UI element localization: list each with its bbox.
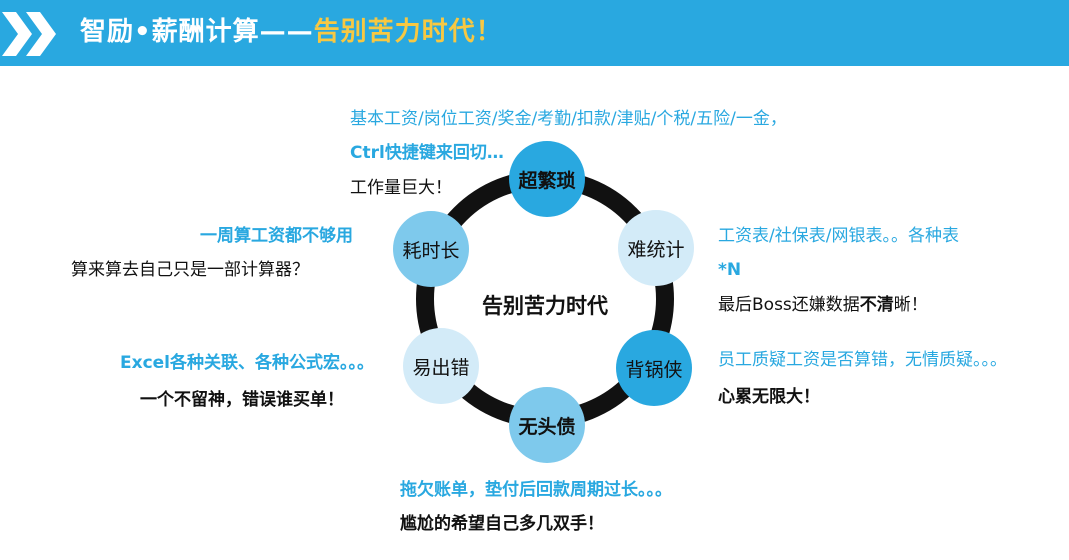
header-bar: 智励•薪酬计算——告别苦力时代！ <box>0 0 1069 66</box>
node-right-lower: 背锅侠 <box>616 330 692 406</box>
left-lower-text-line-1: Excel各种关联、各种公式宏。。。 <box>120 353 375 373</box>
right-upper-text-line-2: *N <box>718 260 742 280</box>
left-upper-text-line-2: 算来算去自己只是一部计算器？ <box>71 260 309 280</box>
right-lower-text-line-2: 心累无限大！ <box>718 387 820 407</box>
left-upper-text-line-1: 一周算工资都不够用 <box>200 226 353 246</box>
right-upper-text-line-1: 工资表/社保表/网银表。。各种表 <box>718 226 959 246</box>
double-chevron-icon <box>2 12 56 56</box>
right-upper-text-3b: 不清 <box>859 295 894 315</box>
right-upper-text-line-3: 最后Boss还嫌数据不清晰！ <box>718 294 928 316</box>
center-label: 告别苦力时代 <box>482 294 608 318</box>
right-upper-text-3a: 最后Boss还嫌数据 <box>718 295 860 315</box>
node-left-lower: 易出错 <box>403 328 479 404</box>
title-part-2: 告别苦力时代！ <box>313 17 503 47</box>
node-top: 超繁琐 <box>509 141 585 217</box>
top-text-line-2: Ctrl快捷键来回切… <box>350 143 504 163</box>
bottom-text-line-2: 尴尬的希望自己多几双手！ <box>400 514 604 534</box>
right-lower-text-line-1: 员工质疑工资是否算错，无情质疑。。。 <box>718 350 1007 370</box>
top-text-line-1: 基本工资/岗位工资/奖金/考勤/扣款/津贴/个税/五险/一金， <box>350 109 787 129</box>
page-title: 智励•薪酬计算——告别苦力时代！ <box>80 15 503 49</box>
right-upper-text-3c: 晰！ <box>893 295 928 315</box>
node-right-upper: 难统计 <box>618 210 694 286</box>
node-bottom: 无头债 <box>509 387 585 463</box>
bottom-text-line-1: 拖欠账单，垫付后回款周期过长。。。 <box>400 480 672 500</box>
top-text-line-3: 工作量巨大！ <box>350 178 452 198</box>
left-lower-text-line-2: 一个不留神，错误谁买单！ <box>140 390 344 410</box>
node-left-upper: 耗时长 <box>393 211 469 287</box>
title-part-1: 智励•薪酬计算—— <box>80 17 314 47</box>
